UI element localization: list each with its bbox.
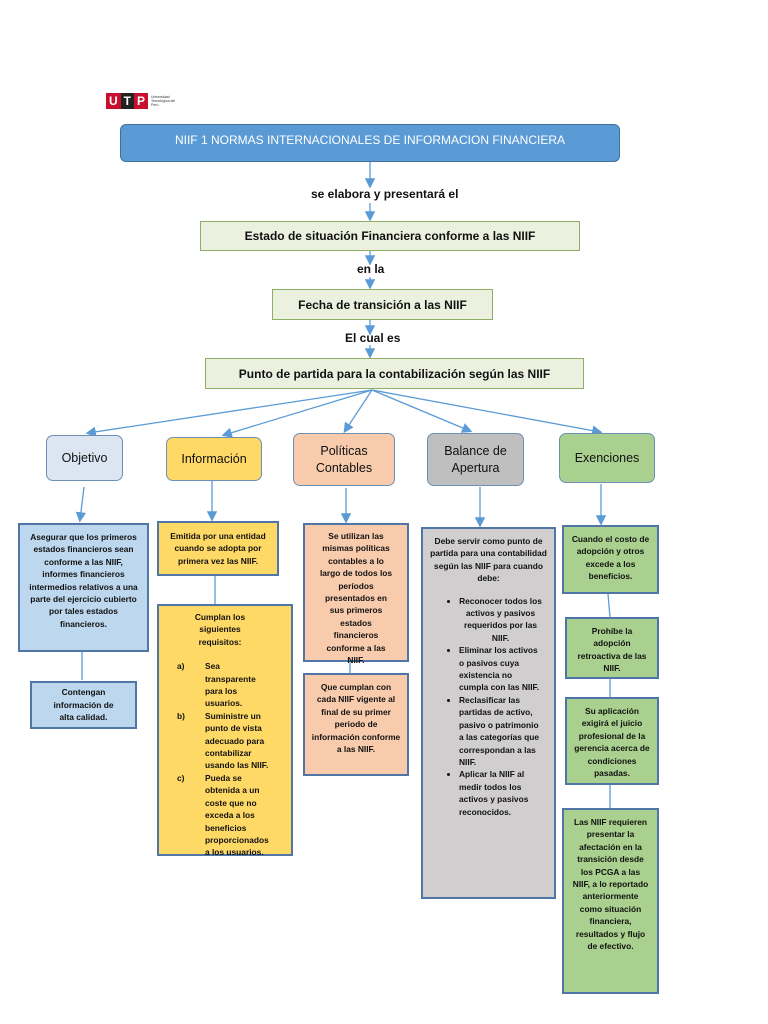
exenciones-detail-1: Cuando el costo de adopción y otros exce…	[562, 525, 659, 594]
logo-subtitle: Universidad Tecnológica del Perú	[151, 95, 176, 107]
category-politicas: Políticas Contables	[293, 433, 395, 486]
informacion-detail-1: Emitida por una entidad cuando se adopta…	[157, 521, 279, 576]
category-objetivo: Objetivo	[46, 435, 123, 481]
node-fecha-transicion: Fecha de transición a las NIIF	[272, 289, 493, 320]
node-punto-partida: Punto de partida para la contabilización…	[205, 358, 584, 389]
connector-label-3: El cual es	[345, 331, 401, 345]
politicas-detail-2: Que cumplan con cada NIIF vigente al fin…	[303, 673, 409, 776]
objetivo-detail-1: Asegurar que los primeros estados financ…	[18, 523, 149, 652]
balance-list: Reconocer todos los activos y pasivos re…	[429, 595, 548, 818]
objetivo-detail-2: Contengan información de alta calidad.	[30, 681, 137, 729]
category-exenciones: Exenciones	[559, 433, 655, 483]
exenciones-detail-2: Prohíbe la adopción retroactiva de las N…	[565, 617, 659, 679]
page-title: NIIF 1 NORMAS INTERNACIONALES DE INFORMA…	[174, 133, 566, 147]
requirement-item: a)Sea transparente para los usuarios.	[177, 661, 256, 709]
requirement-item: b)Suministre un punto de vista adecuado …	[177, 710, 269, 771]
exenciones-detail-4: Las NIIF requieren presentar la afectaci…	[562, 808, 659, 994]
connector-label-2: en la	[357, 262, 385, 276]
requirement-item: c)Pueda se obtenida a un coste que no ex…	[177, 772, 269, 858]
balance-intro: Debe servir como punto de partida para u…	[430, 536, 547, 584]
category-balance: Balance de Apertura	[427, 433, 524, 486]
title-box: NIIF 1 NORMAS INTERNACIONALES DE INFORMA…	[120, 124, 620, 162]
category-informacion: Información	[166, 437, 262, 481]
politicas-detail-1: Se utilizan las mismas políticas contabl…	[303, 523, 409, 665]
balance-item: Eliminar los activos o pasivos cuya exis…	[459, 644, 542, 694]
balance-detail: Debe servir como punto de partida para u…	[421, 527, 556, 899]
balance-item: Reconocer todos los activos y pasivos re…	[459, 595, 542, 645]
balance-item: Aplicar la NIIF al medir todos los activ…	[459, 768, 542, 818]
requirements-intro: Cumplan los siguientes requisitos:	[194, 612, 246, 647]
balance-item: Reclasificar las partidas de activo, pas…	[459, 694, 542, 768]
exenciones-detail-3: Su aplicación exigirá el juicio profesio…	[565, 697, 659, 785]
connector-label-1: se elabora y presentará el	[311, 187, 459, 201]
informacion-requirements: Cumplan los siguientes requisitos: a)Sea…	[157, 604, 293, 859]
node-estado-situacion: Estado de situación Financiera conforme …	[200, 221, 580, 251]
requirements-list: a)Sea transparente para los usuarios. b)…	[169, 660, 271, 859]
